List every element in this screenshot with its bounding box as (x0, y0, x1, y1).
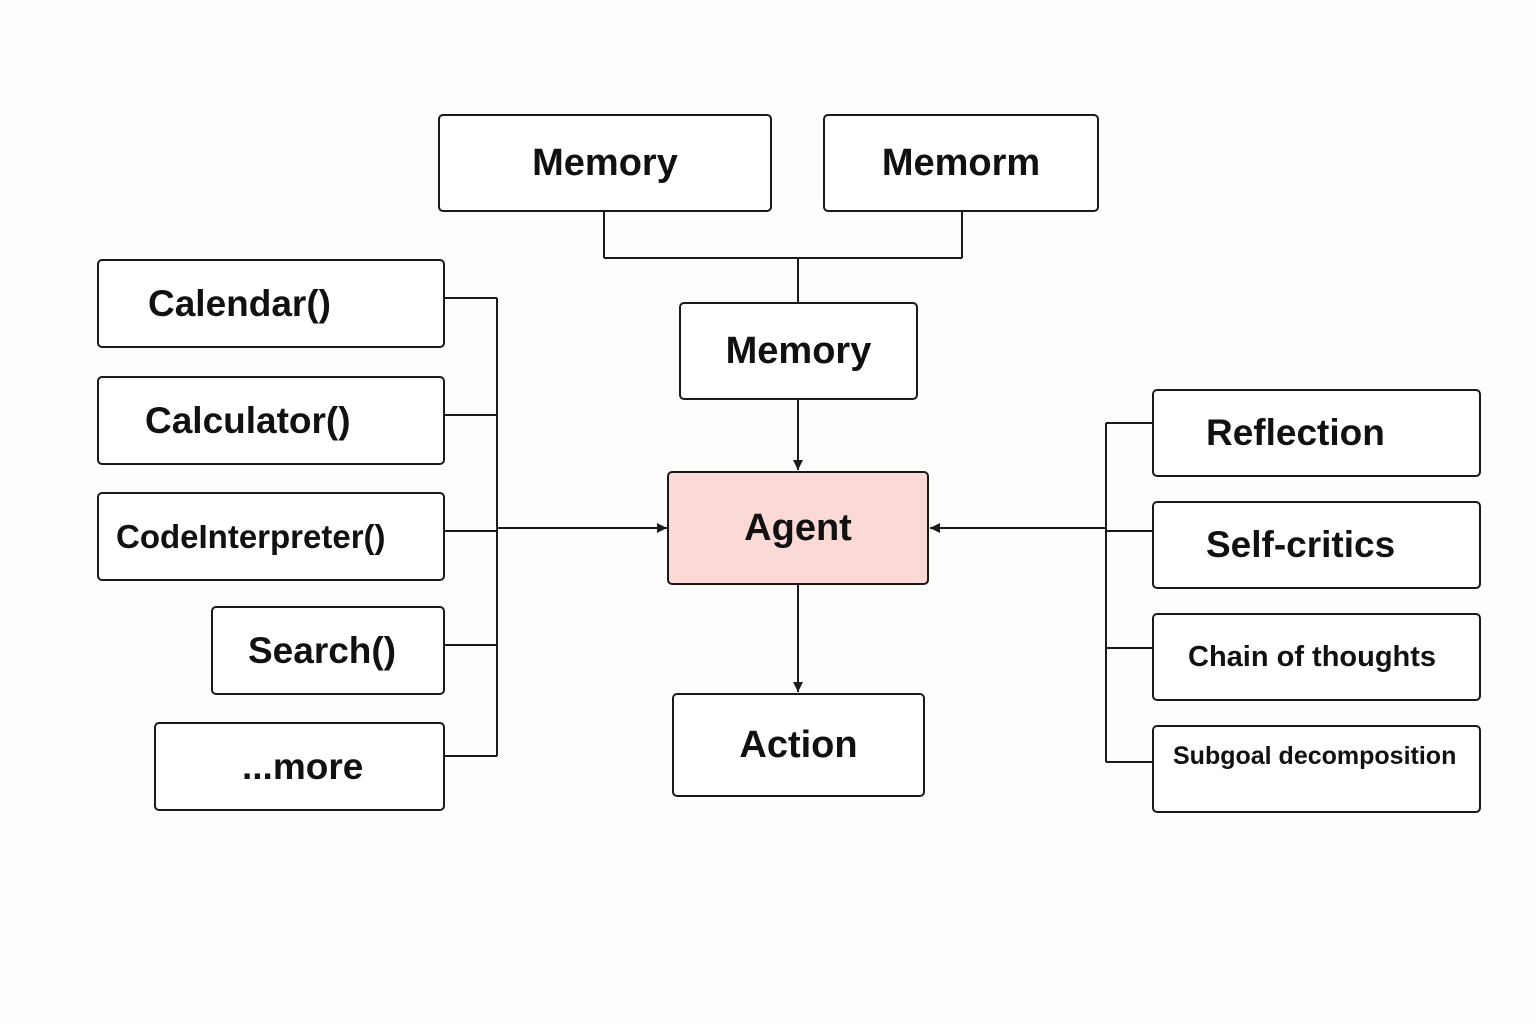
tool-box-search: Search() (211, 606, 445, 695)
agent-label: Agent (744, 506, 852, 549)
memory-box-center-label: Memory (725, 329, 872, 372)
memory-merge-connector (603, 212, 963, 302)
planning-label-self-critics: Self-critics (1206, 524, 1396, 565)
planning-label-subgoal-decomposition: Subgoal decomposition (1173, 742, 1457, 770)
action-label: Action (739, 723, 858, 766)
tool-box-calendar: Calendar() (97, 259, 445, 348)
planning-bracket-connector (1105, 422, 1152, 763)
tool-label-calendar: Calendar() (148, 282, 331, 324)
memory-box-right: Memorm (823, 114, 1099, 212)
planning-label-chain-of-thoughts: Chain of thoughts (1188, 640, 1437, 673)
action-box: Action (672, 693, 925, 797)
tool-box-calculator: Calculator() (97, 376, 445, 465)
agent-box: Agent (667, 471, 929, 585)
planning-box-reflection: Reflection (1152, 389, 1481, 477)
planning-box-subgoal-decomposition: Subgoal decomposition (1152, 725, 1481, 813)
tool-box-more: ...more (154, 722, 445, 811)
tool-label-code-interpreter: CodeInterpreter() (116, 517, 386, 555)
tool-box-code-interpreter: CodeInterpreter() (97, 492, 445, 581)
tool-label-more: ...more (242, 745, 364, 787)
memory-box-left-label: Memory (532, 141, 678, 184)
tool-label-search: Search() (248, 629, 397, 671)
planning-box-chain-of-thoughts: Chain of thoughts (1152, 613, 1481, 701)
memory-box-right-label: Memorm (881, 141, 1041, 184)
planning-label-reflection: Reflection (1206, 412, 1385, 453)
tools-bracket-connector (445, 297, 498, 757)
planning-box-self-critics: Self-critics (1152, 501, 1481, 589)
tool-label-calculator: Calculator() (145, 399, 351, 441)
memory-box-left: Memory (438, 114, 772, 212)
memory-box-center: Memory (679, 302, 918, 400)
